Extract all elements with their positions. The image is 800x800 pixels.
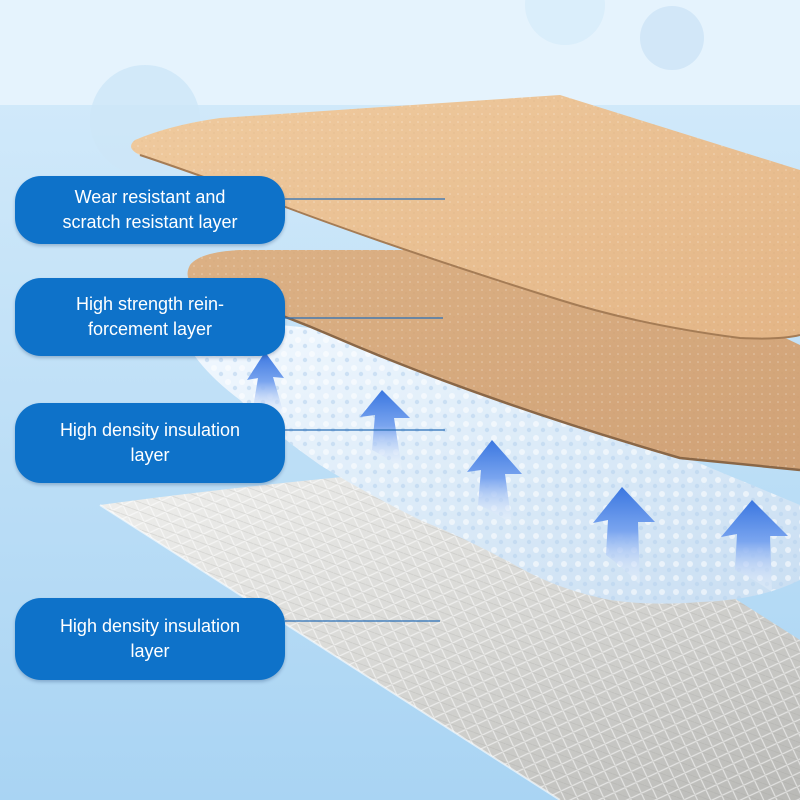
label-insulation-layer-top: High density insulation layer bbox=[15, 403, 285, 483]
label-line: forcement layer bbox=[87, 319, 213, 339]
label-line: scratch resistant layer bbox=[62, 212, 238, 232]
bg-bubble-3 bbox=[525, 0, 605, 45]
label-reinforcement-layer: High strength rein- forcement layer bbox=[15, 278, 285, 356]
up-arrow-icon bbox=[247, 352, 285, 418]
wear-layer bbox=[131, 95, 800, 340]
label-line: Wear resistant and bbox=[74, 187, 226, 207]
label-line: High strength rein- bbox=[75, 294, 225, 314]
label-line: High density insulation bbox=[59, 616, 241, 636]
label-line: High density insulation bbox=[59, 420, 241, 440]
bg-bubble-2 bbox=[640, 6, 704, 70]
up-arrow-icon bbox=[593, 487, 655, 585]
label-line: layer bbox=[130, 641, 170, 661]
label-line: layer bbox=[130, 445, 170, 465]
up-arrow-icon bbox=[467, 440, 522, 525]
heat-arrows bbox=[247, 352, 788, 592]
label-insulation-layer-bottom: High density insulation layer bbox=[15, 598, 285, 680]
label-wear-resistant-layer: Wear resistant and scratch resistant lay… bbox=[15, 176, 285, 244]
up-arrow-icon bbox=[721, 500, 788, 592]
